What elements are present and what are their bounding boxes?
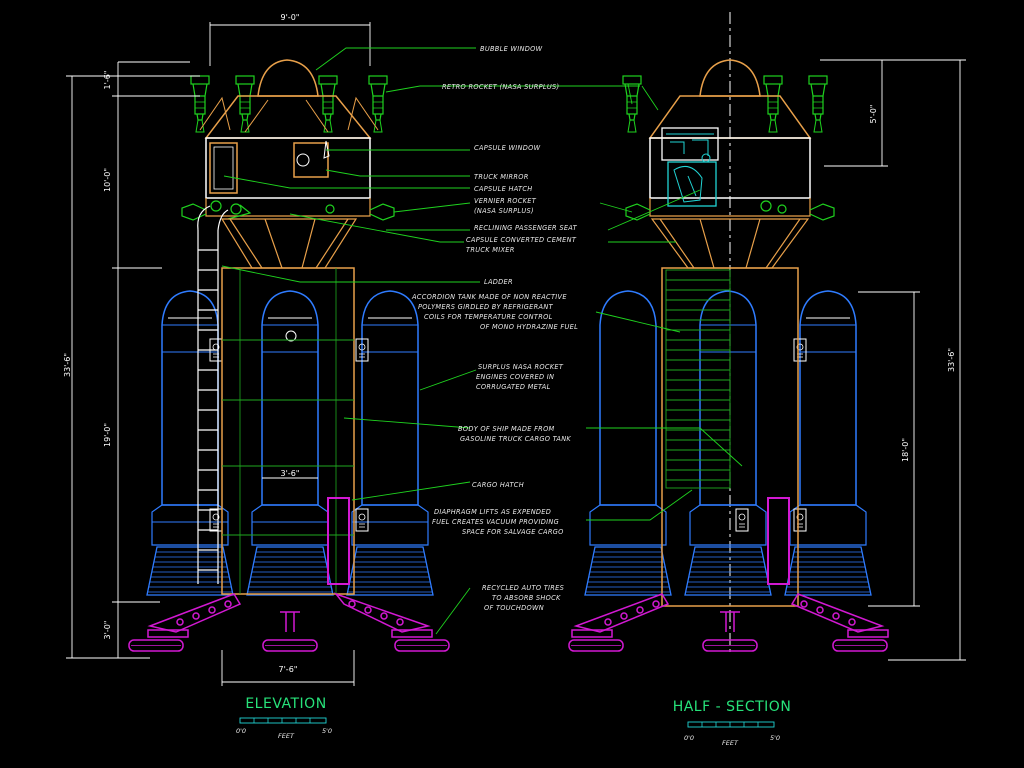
dim-capsule-height-right: 5'-0" (869, 105, 878, 124)
elevation-view (128, 59, 450, 652)
scale-start-right: 0'0 (684, 734, 694, 742)
landing-tires-left (128, 639, 450, 652)
booster-nozzles-right (584, 546, 872, 596)
scale-end-right: 5'0 (770, 734, 780, 742)
booster-nozzles-left (146, 546, 434, 596)
label-reclining-seat: RECLINING PASSENGER SEAT (474, 224, 578, 232)
label-tires-3: OF TOUCHDOWN (484, 604, 544, 612)
dim-seg-1-6: 1'-6" (103, 71, 112, 90)
label-capsule-hatch: CAPSULE HATCH (474, 185, 533, 193)
landing-tires-right (568, 639, 888, 652)
elevation-title-block: ELEVATION 0'0 5'0 FEET (236, 696, 332, 740)
label-capsule-window: CAPSULE WINDOW (474, 144, 541, 152)
label-surplus-1: SURPLUS NASA ROCKET (478, 363, 564, 371)
dim-seg-19-0: 19'-0" (103, 423, 112, 447)
central-body-right (661, 267, 799, 607)
label-accordion-2: POLYMERS GIRDLED BY REFRIGERANT (418, 303, 554, 311)
accordion-tank (665, 269, 731, 489)
scale-bar-left (239, 717, 327, 724)
side-boosters-right (589, 290, 867, 546)
half-section-view (568, 12, 889, 655)
cargo-hatch-left (327, 497, 350, 585)
title-half-section: HALF - SECTION (673, 699, 792, 715)
bubble-window-left (257, 59, 319, 97)
label-body-2: GASOLINE TRUCK CARGO TANK (460, 435, 571, 443)
mixer-funnel-left (220, 218, 358, 269)
label-tires-2: TO ABSORB SHOCK (492, 594, 561, 602)
dimension-lines (66, 22, 966, 686)
label-diaphragm-3: SPACE FOR SALVAGE CARGO (462, 528, 564, 536)
label-diaphragm-1: DIAPHRAGM LIFTS AS EXPENDED (434, 508, 551, 516)
label-retro-rocket: RETRO ROCKET (NASA SURPLUS) (442, 83, 559, 91)
label-capsule-mixer: CAPSULE CONVERTED CEMENT (466, 236, 577, 244)
porthole-icon (285, 330, 297, 342)
annotation-labels: BUBBLE WINDOW RETRO ROCKET (NASA SURPLUS… (411, 45, 578, 612)
booster-hatches-left (209, 338, 369, 532)
label-vernier-rocket: VERNIER ROCKET (474, 197, 537, 205)
label-accordion-4: OF MONO HYDRAZINE FUEL (480, 323, 578, 331)
vernier-rockets-right (625, 200, 835, 221)
label-surplus-2: ENGINES COVERED IN (476, 373, 554, 381)
label-diaphragm-2: FUEL CREATES VACUUM PROVIDING (432, 518, 559, 526)
leader-lines (221, 47, 743, 635)
booster-hatches-right (735, 338, 807, 532)
landing-legs-left (147, 592, 433, 638)
scale-end-left: 5'0 (322, 727, 332, 735)
half-section-title-block: HALF - SECTION 0'0 5'0 FEET (673, 699, 792, 747)
dim-booster-width: 3'-6" (281, 469, 300, 478)
cargo-hatch-right (767, 497, 790, 585)
central-body-left (221, 267, 355, 595)
label-bubble-window: BUBBLE WINDOW (480, 45, 543, 53)
dim-seg-10-0: 10'-0" (103, 168, 112, 192)
label-truck-mixer: TRUCK MIXER (466, 246, 515, 254)
dim-seg-3-0: 3'-0" (103, 621, 112, 640)
label-surplus-3: CORRUGATED METAL (476, 383, 551, 391)
scale-unit-right: FEET (722, 739, 739, 747)
scale-start-left: 0'0 (236, 727, 246, 735)
label-cargo-hatch: CARGO HATCH (472, 481, 524, 489)
dim-overall-height-right: 33'-6" (947, 348, 956, 372)
scale-unit-left: FEET (278, 732, 295, 740)
vernier-rockets-left (181, 200, 395, 221)
scale-bar-right (687, 721, 775, 728)
landing-legs-right (571, 593, 889, 638)
dim-top-width: 9'-0" (281, 13, 300, 22)
label-tires-1: RECYCLED AUTO TIRES (482, 584, 564, 592)
dimension-labels: 9'-0" 33'-6" 1'-6" 10'-0" 19'-0" 3'-0" 3… (63, 13, 956, 674)
title-elevation: ELEVATION (245, 696, 326, 712)
label-truck-mirror: TRUCK MIRROR (474, 173, 529, 181)
dim-base-width: 7'-6" (279, 665, 298, 674)
capsule-right (648, 95, 812, 217)
capsule-left (204, 95, 372, 217)
dim-booster-height-right: 18'-0" (901, 438, 910, 462)
ladder (197, 205, 229, 584)
label-accordion-1: ACCORDION TANK MADE OF NON REACTIVE (411, 293, 567, 301)
label-body-1: BODY OF SHIP MADE FROM (458, 425, 555, 433)
retro-rockets-left (190, 75, 388, 133)
dim-overall-height-left: 33'-6" (63, 353, 72, 377)
label-vernier-nasa: (NASA SURPLUS) (474, 207, 534, 215)
side-boosters-left (151, 290, 429, 546)
bubble-window-right (699, 59, 761, 97)
label-accordion-3: COILS FOR TEMPERATURE CONTROL (424, 313, 553, 321)
label-ladder: LADDER (484, 278, 513, 286)
